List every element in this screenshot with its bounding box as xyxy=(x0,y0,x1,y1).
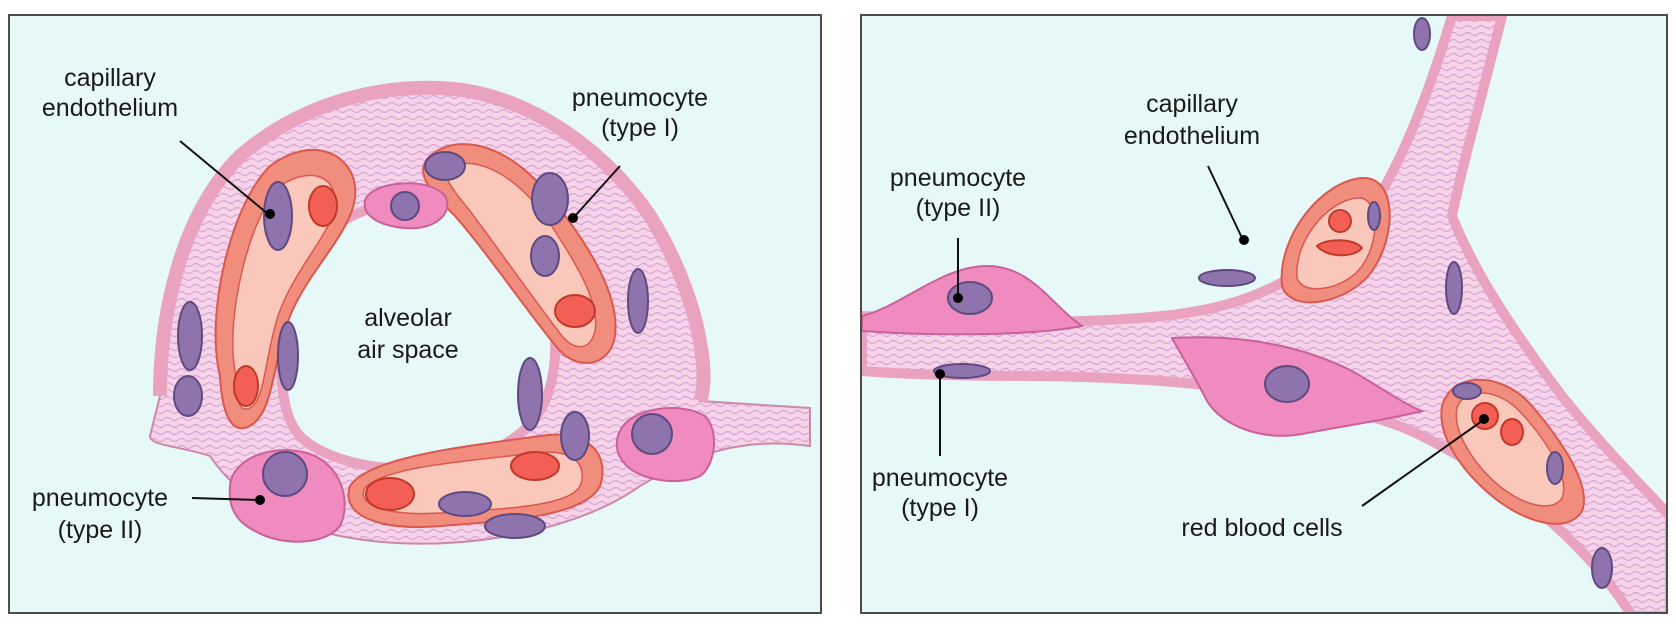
leader-red-blood-cells xyxy=(1361,420,1483,507)
label-red-blood-cells: red blood cells xyxy=(1181,514,1342,542)
capillary-bottom xyxy=(347,411,604,528)
nucleus xyxy=(177,301,203,371)
pointer-dot xyxy=(265,209,275,219)
label-pneumocyte-type-1-line2: (type I) xyxy=(601,114,679,142)
pneumocyte-type-2-cell xyxy=(1170,336,1426,437)
label-pneumocyte-type-2-line1: pneumocyte xyxy=(32,484,168,512)
left-panel-alveolus: capillary endothelium pneumocyte (type I… xyxy=(8,14,822,614)
alveolar-wall-junction-diagram: capillary endothelium pneumocyte (type I… xyxy=(862,16,1666,612)
pointer-dot xyxy=(935,369,945,379)
nucleus xyxy=(627,268,649,334)
pneumocyte-type-2-cell xyxy=(363,182,449,230)
nucleus xyxy=(531,172,569,226)
label-capillary-endothelium-line1: capillary xyxy=(1146,90,1238,118)
nucleus xyxy=(1198,269,1256,287)
inner-membrane xyxy=(274,195,561,474)
pneumocyte-type-2-cell xyxy=(615,407,716,483)
outer-membrane xyxy=(153,80,711,404)
capillary-top-right xyxy=(422,143,617,364)
label-capillary-endothelium-line2: endothelium xyxy=(1124,122,1260,150)
nucleus xyxy=(277,321,299,391)
pointer-dot xyxy=(1239,235,1249,245)
nucleus xyxy=(173,375,203,417)
pointer-dot xyxy=(568,213,578,223)
pneumocyte-type-2-cell xyxy=(228,449,346,543)
label-alveolar-air-space-line1: alveolar xyxy=(364,304,452,332)
alveolus-cross-section-diagram: capillary endothelium pneumocyte (type I… xyxy=(32,64,811,545)
label-capillary-endothelium-line2: endothelium xyxy=(42,94,178,122)
nucleus xyxy=(517,357,543,431)
leader-capillary-endothelium xyxy=(179,140,269,215)
leader-pneumocyte-type-1 xyxy=(574,165,621,217)
capillary-left xyxy=(214,149,357,429)
pointer-dot xyxy=(255,495,265,505)
label-pneumocyte-type-2-line2: (type II) xyxy=(58,516,143,544)
label-capillary-endothelium-line1: capillary xyxy=(64,64,156,92)
label-pneumocyte-type-1-line1: pneumocyte xyxy=(872,464,1008,492)
label-pneumocyte-type-1-line2: (type I) xyxy=(901,494,979,522)
label-pneumocyte-type-2-line1: pneumocyte xyxy=(890,164,1026,192)
nucleus xyxy=(933,363,991,379)
label-pneumocyte-type-1-line1: pneumocyte xyxy=(572,84,708,112)
label-alveolar-air-space-line2: air space xyxy=(357,336,458,364)
pneumocyte-type-2-cell xyxy=(862,264,1085,336)
capillary-upper xyxy=(1280,176,1391,304)
right-panel-alveolar-walls: capillary endothelium pneumocyte (type I… xyxy=(860,14,1668,614)
pointer-dot xyxy=(1479,414,1489,424)
leader-capillary-endothelium xyxy=(1207,165,1243,239)
nucleus xyxy=(484,513,546,539)
nucleus xyxy=(1413,17,1431,51)
label-pneumocyte-type-2-line2: (type II) xyxy=(916,194,1001,222)
nucleus xyxy=(1445,261,1463,315)
pointer-dot xyxy=(953,293,963,303)
leader-pneumocyte-type-2 xyxy=(191,497,259,501)
nucleus xyxy=(1591,547,1613,589)
